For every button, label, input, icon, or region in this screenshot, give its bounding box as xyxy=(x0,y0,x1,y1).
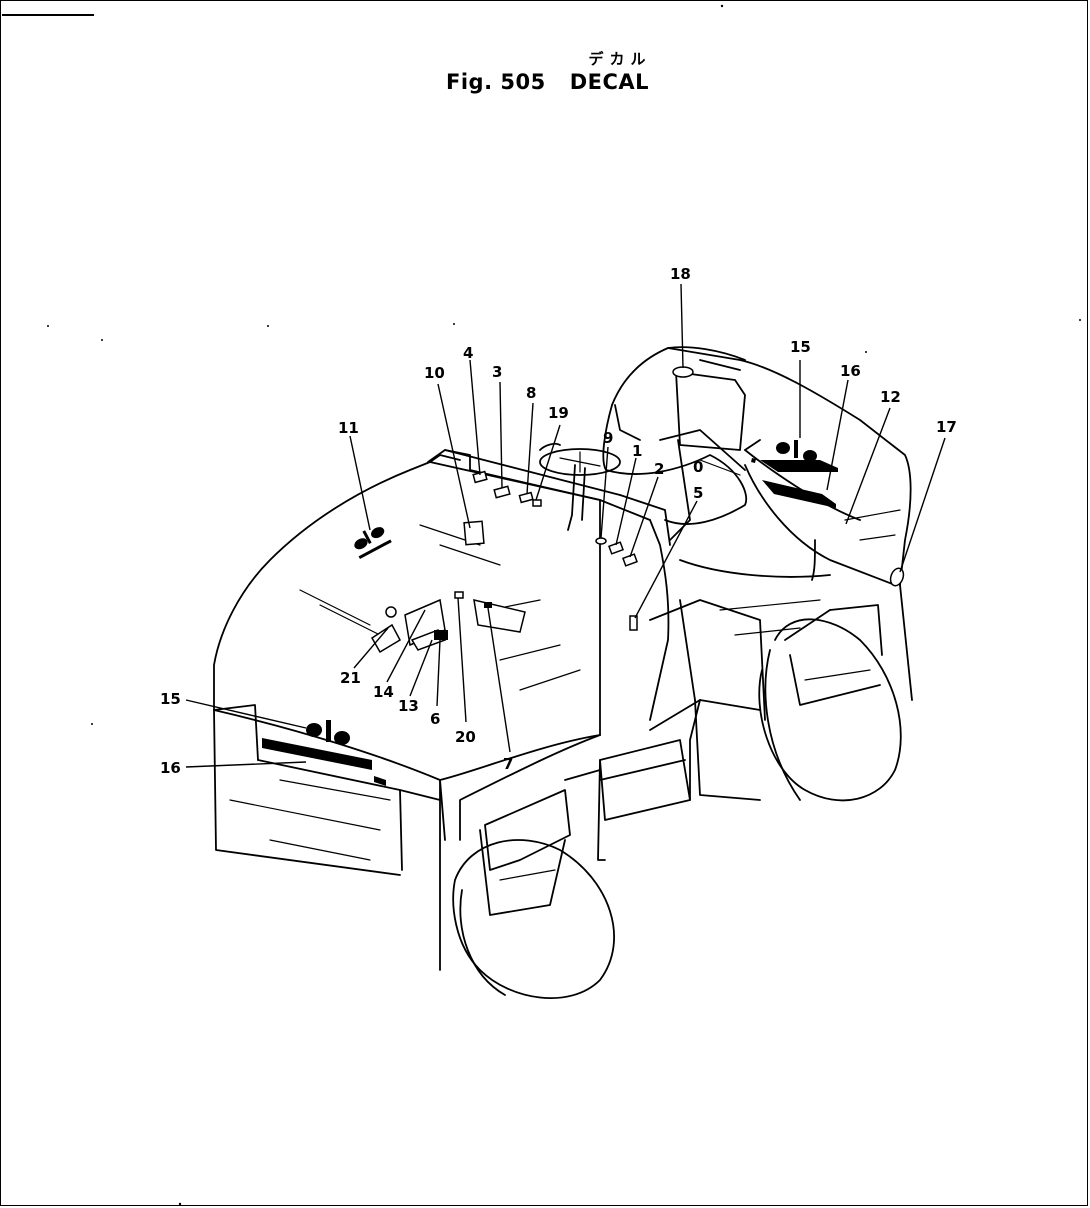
callout-21: 21 xyxy=(340,669,361,687)
callout-0: 0 xyxy=(693,458,703,476)
callout-13: 13 xyxy=(398,697,419,715)
rear-logo-decal xyxy=(751,440,838,508)
callout-14: 14 xyxy=(373,683,394,701)
callout-19: 19 xyxy=(548,404,569,422)
hood-logo-decal xyxy=(354,527,392,559)
callout-4: 4 xyxy=(463,344,473,362)
decal-19 xyxy=(532,499,542,507)
callout-16-front: 16 xyxy=(160,759,181,777)
decal-21-a xyxy=(385,606,397,618)
decal-8 xyxy=(518,491,534,504)
steering-wheel xyxy=(539,442,621,531)
decals xyxy=(354,366,905,654)
specks xyxy=(47,4,1081,1206)
callout-16-rear: 16 xyxy=(840,362,861,380)
callout-8: 8 xyxy=(526,384,536,402)
figure-number: Fig. 505 xyxy=(446,70,546,94)
front-hood xyxy=(213,449,671,841)
figure-name: DECAL xyxy=(569,70,650,94)
front-logo-decal xyxy=(262,720,386,786)
rear-body xyxy=(611,346,913,801)
decal-6 xyxy=(434,630,448,640)
rear-drum xyxy=(758,604,902,802)
callout-20: 20 xyxy=(455,728,476,746)
callout-7: 7 xyxy=(503,755,513,773)
callout-10: 10 xyxy=(424,364,445,382)
front-skirt xyxy=(213,704,441,971)
title-japanese: デカル xyxy=(588,50,652,68)
leader-lines xyxy=(185,283,946,768)
callout-3: 3 xyxy=(492,363,502,381)
center-frame xyxy=(597,599,766,861)
decal-4 xyxy=(472,470,488,484)
front-drum xyxy=(452,769,615,999)
callout-labels: 11 10 4 3 8 19 9 1 2 5 0 18 15 16 12 17 … xyxy=(160,265,957,777)
decal-21 xyxy=(370,623,401,654)
decal-1 xyxy=(608,541,624,555)
corner-rule xyxy=(2,14,94,16)
decal-2 xyxy=(622,553,638,567)
decal-20 xyxy=(454,591,464,599)
decal-9 xyxy=(595,537,607,545)
callout-15-rear: 15 xyxy=(790,338,811,356)
callout-18: 18 xyxy=(670,265,691,283)
decal-3 xyxy=(493,485,511,499)
callout-12: 12 xyxy=(880,388,901,406)
decal-10 xyxy=(463,520,485,546)
callout-11: 11 xyxy=(338,419,359,437)
callout-1: 1 xyxy=(632,442,642,460)
operator-seat xyxy=(602,359,748,541)
callout-15-front: 15 xyxy=(160,690,181,708)
callout-9: 9 xyxy=(603,429,613,447)
callout-17: 17 xyxy=(936,418,957,436)
decal-17 xyxy=(889,567,905,587)
figure-title: Fig. 505 DECAL xyxy=(446,70,649,94)
callout-2: 2 xyxy=(654,460,664,478)
decal-18 xyxy=(672,366,694,378)
decal-5 xyxy=(629,615,638,631)
callout-5: 5 xyxy=(693,484,703,502)
callout-6: 6 xyxy=(430,710,440,728)
